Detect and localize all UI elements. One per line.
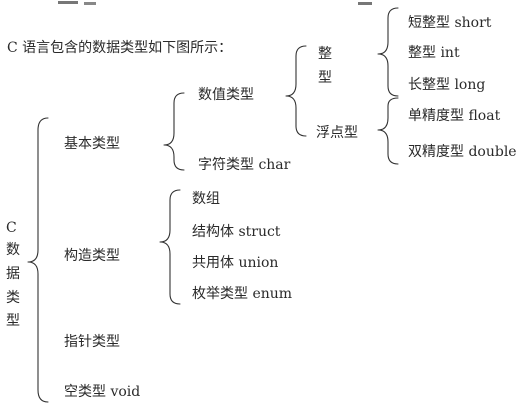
root-label-char-5: 型 [6, 313, 20, 329]
intro-text: C 语言包含的数据类型如下图所示： [7, 40, 233, 56]
short-type: 短整型 short [408, 15, 492, 31]
integer-brace [377, 7, 399, 97]
float-brace [377, 97, 399, 165]
float-type: 单精度型 float [408, 108, 501, 124]
numeric-type-label: 数值类型 [198, 87, 254, 103]
constructed-type-label: 构造类型 [64, 248, 120, 264]
long-type: 长整型 long [408, 77, 486, 93]
pointer-type-label: 指针类型 [64, 334, 120, 350]
int-type: 整型 int [408, 45, 460, 61]
root-label-char-3: 据 [6, 266, 20, 282]
clipped-text-fragment [58, 1, 372, 5]
basic-brace [163, 92, 185, 171]
root-brace [27, 117, 49, 403]
root-label-char-4: 类 [6, 290, 20, 306]
double-type: 双精度型 double [408, 144, 517, 160]
enum-type: 枚举类型 enum [192, 286, 293, 302]
constructed-brace [159, 189, 181, 305]
integer-label-char-1: 整 [318, 46, 332, 62]
void-type-label: 空类型 void [64, 384, 141, 400]
char-type-label: 字符类型 char [198, 157, 291, 173]
union-type: 共用体 union [192, 255, 279, 271]
array-type: 数组 [192, 191, 220, 207]
root-label-c: C [6, 220, 17, 236]
basic-type-label: 基本类型 [64, 136, 120, 152]
numeric-brace [285, 45, 307, 137]
struct-type: 结构体 struct [192, 224, 281, 240]
integer-label-char-2: 型 [318, 70, 332, 86]
float-type-label: 浮点型 [316, 125, 358, 141]
root-label-char-2: 数 [6, 242, 20, 258]
